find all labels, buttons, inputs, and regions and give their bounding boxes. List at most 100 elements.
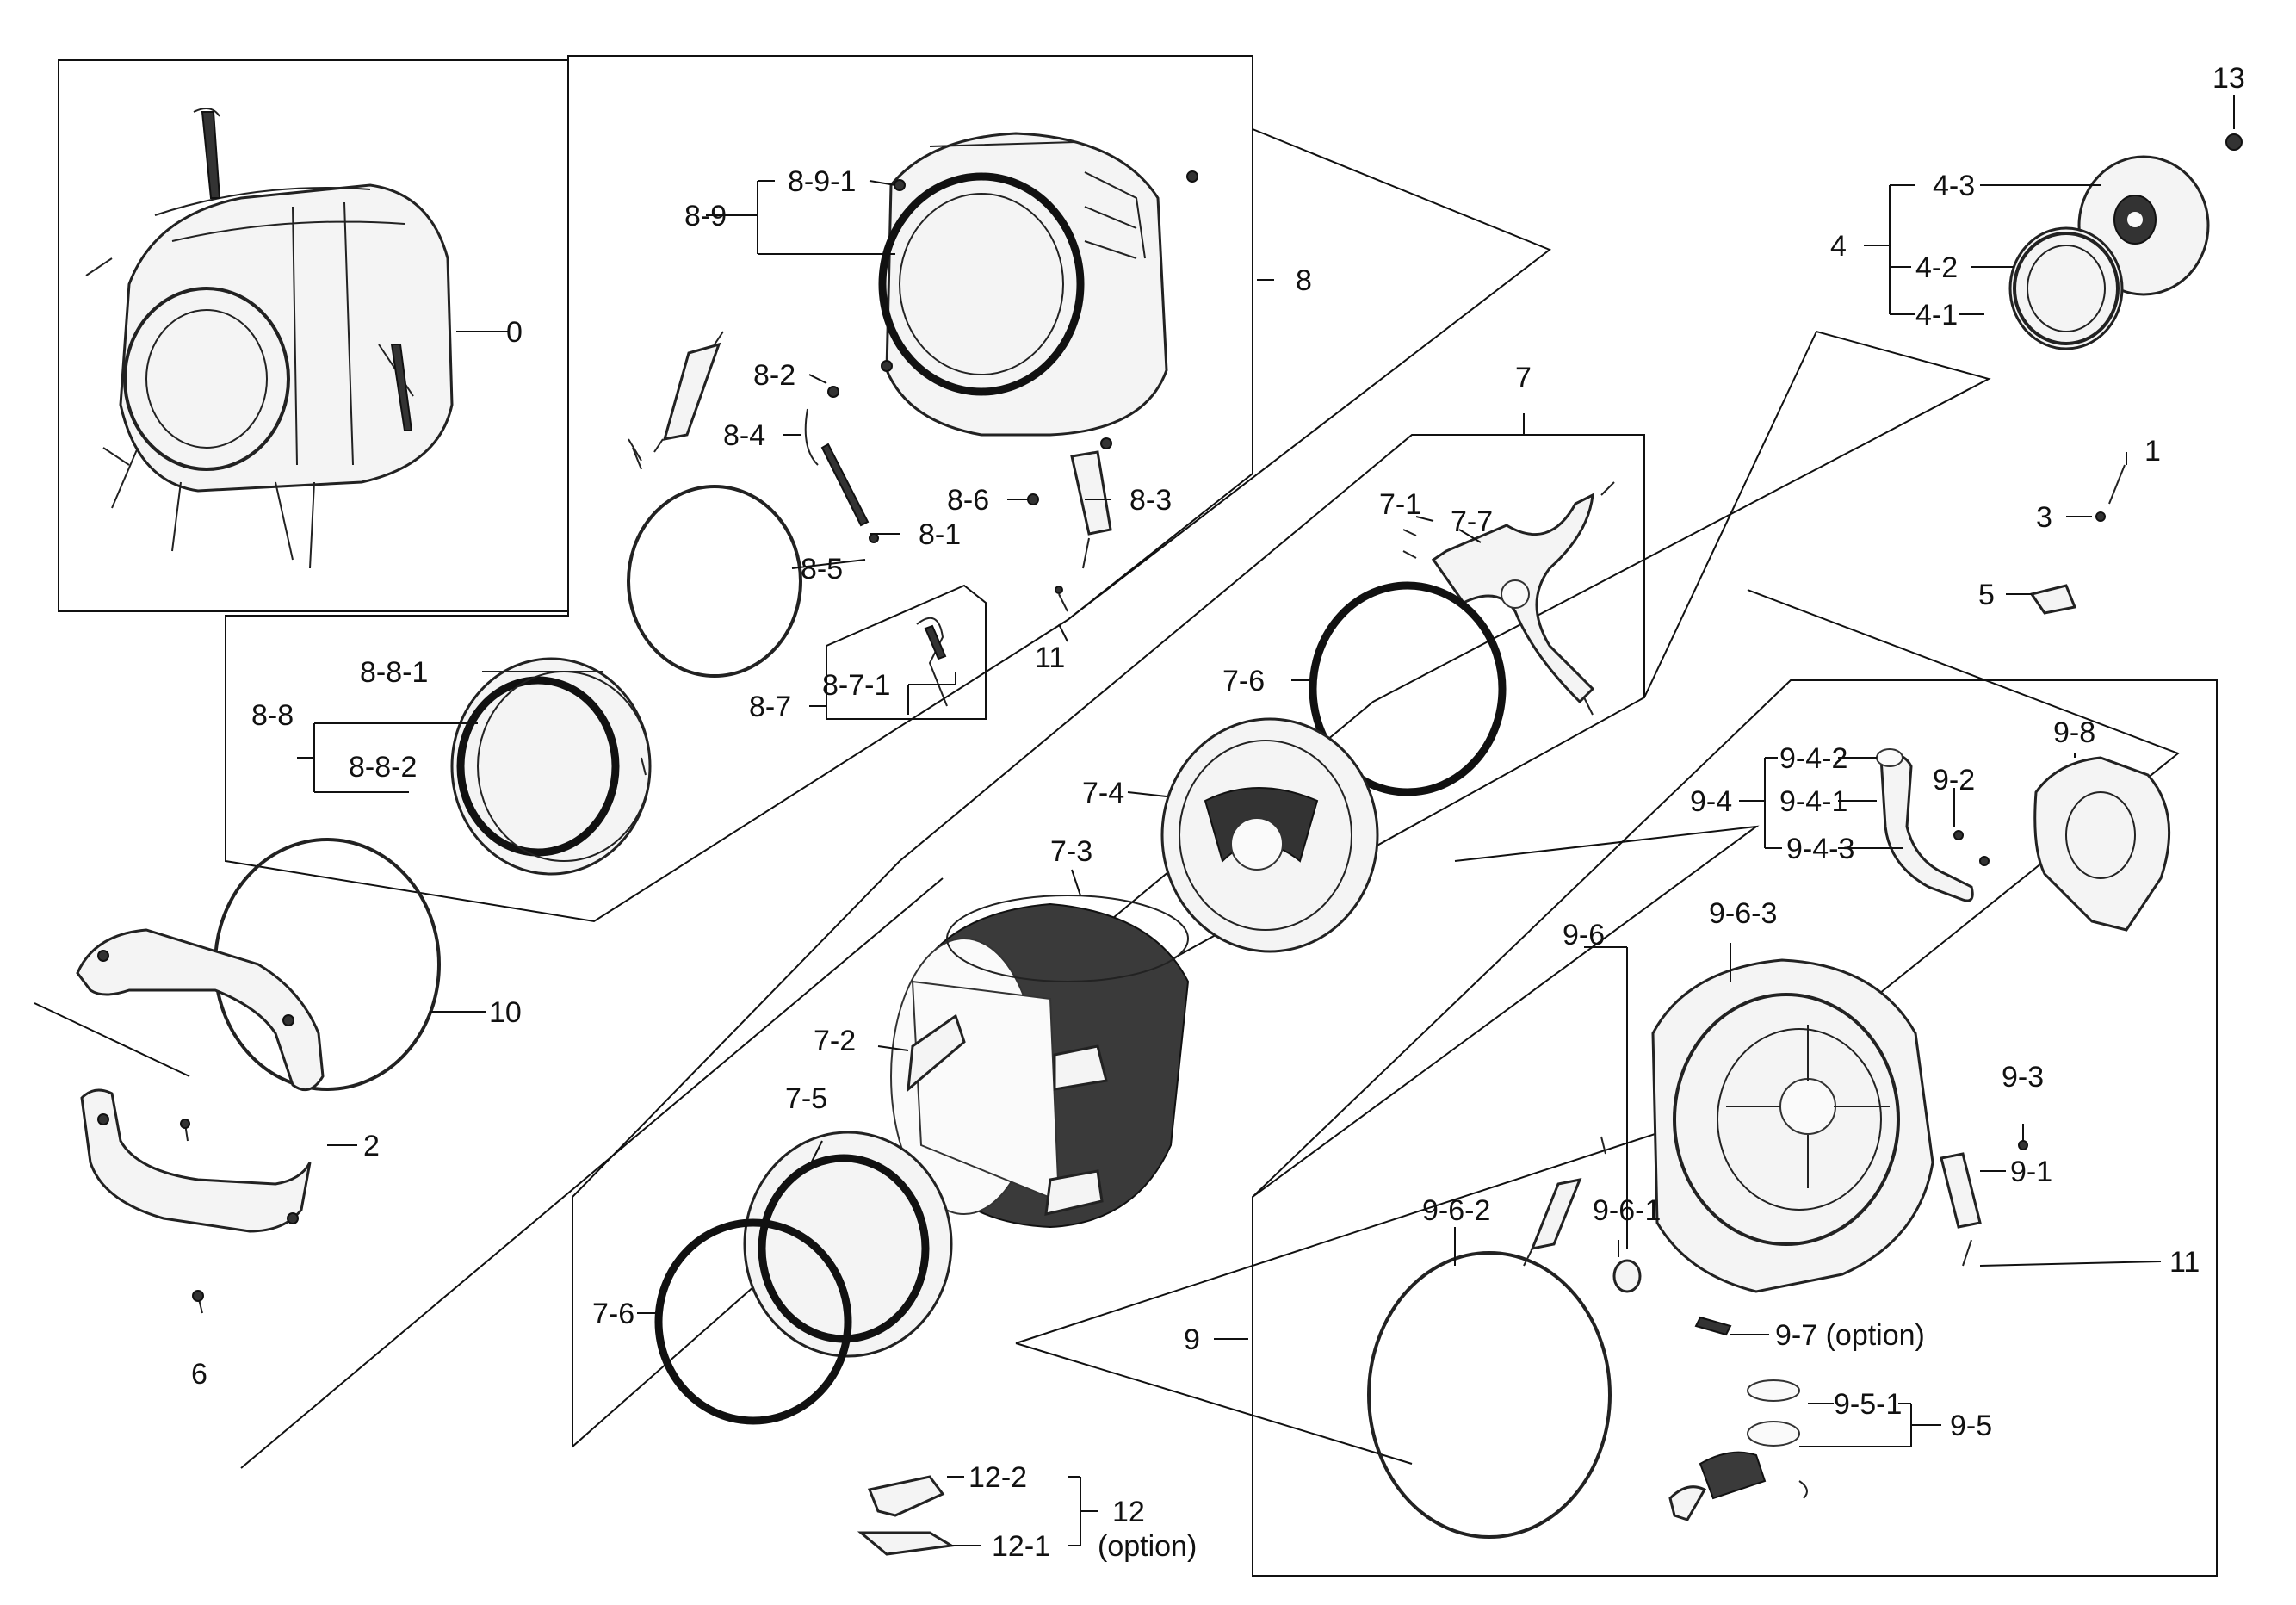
part-9-5-drain-hose <box>1668 1379 1808 1521</box>
label-7-6-lower: 7-6 <box>592 1298 634 1330</box>
label-12-1: 12-1 <box>992 1530 1050 1563</box>
part-7-1-bolts <box>1402 529 1417 559</box>
part-8-bolts <box>628 438 1068 612</box>
part-9-7-sensor <box>1694 1316 1732 1336</box>
part-2-bracket-lines <box>34 1002 190 1077</box>
label-8-9: 8-9 <box>684 200 727 232</box>
label-7-1: 7-1 <box>1379 488 1421 521</box>
label-7-4: 7-4 <box>1082 777 1124 809</box>
part-12-1-heater-bracket <box>857 1531 956 1556</box>
label-7-7: 7-7 <box>1451 505 1493 538</box>
part-7-6-seal-lower <box>654 1218 852 1425</box>
label-4-1: 4-1 <box>1915 299 1958 332</box>
part-9-6-2-gasket <box>1367 1251 1612 1539</box>
part-7-5-drum-front <box>743 1131 953 1358</box>
label-9-7: 9-7 (option) <box>1775 1319 1925 1352</box>
label-8-4: 8-4 <box>723 419 765 452</box>
label-8-1: 8-1 <box>919 518 961 551</box>
label-9: 9 <box>1184 1323 1200 1356</box>
part-2-counterweight-lower <box>80 1088 312 1233</box>
part-8-7-clip <box>916 617 948 707</box>
part-8-3-damper-left <box>632 331 724 470</box>
label-7: 7 <box>1515 362 1532 394</box>
part-8-3-damper-right <box>1070 450 1112 569</box>
label-8-8: 8-8 <box>251 699 294 732</box>
part-counterweight-upper <box>76 928 325 1142</box>
part-9-6-3-rear-tub <box>1651 958 1934 1293</box>
label-9-1: 9-1 <box>2010 1156 2052 1188</box>
part-13-nut <box>2225 133 2243 151</box>
part-9-4-hose <box>1876 748 1990 902</box>
label-1: 1 <box>2144 435 2161 468</box>
label-0: 0 <box>506 316 523 349</box>
label-4-2: 4-2 <box>1915 251 1958 284</box>
label-7-2: 7-2 <box>814 1025 856 1057</box>
label-9-4: 9-4 <box>1690 785 1732 818</box>
label-8-3: 8-3 <box>1129 484 1172 517</box>
label-3: 3 <box>2036 501 2052 534</box>
label-6: 6 <box>191 1358 207 1391</box>
label-9-4-3: 9-4-3 <box>1786 833 1854 865</box>
label-8-7: 8-7 <box>749 691 791 723</box>
part-7-6-seal-upper <box>1309 581 1507 796</box>
label-9-4-1: 9-4-1 <box>1779 785 1847 818</box>
label-7-6-upper: 7-6 <box>1222 665 1265 697</box>
part-9-6-1-seal <box>1612 1259 1642 1293</box>
label-9-8: 9-8 <box>2053 716 2095 749</box>
label-11-upper: 11 <box>1035 641 1065 674</box>
part-8-4-spring <box>804 386 879 543</box>
label-8-6: 8-6 <box>947 484 989 517</box>
label-8-8-2: 8-8-2 <box>349 751 417 784</box>
label-7-3: 7-3 <box>1050 835 1092 868</box>
part-7-7-spider <box>1431 481 1615 716</box>
label-8-9-1: 8-9-1 <box>788 165 856 198</box>
label-5: 5 <box>1978 579 1995 611</box>
label-9-6-2: 9-6-2 <box>1422 1194 1490 1227</box>
label-4-3: 4-3 <box>1933 170 1975 202</box>
part-5-sensor <box>2029 584 2077 615</box>
part-0-tub-assembly <box>85 108 454 569</box>
group-9-box <box>1252 679 2218 1577</box>
leader-lines <box>297 95 2235 1546</box>
label-10: 10 <box>489 996 522 1029</box>
label-8: 8 <box>1296 264 1312 297</box>
part-8-8-diaphragm <box>450 657 652 876</box>
group-8-diagonal <box>1067 128 1551 621</box>
label-8-5: 8-5 <box>801 553 843 586</box>
label-8-2: 8-2 <box>753 359 795 392</box>
label-9-4-2: 9-4-2 <box>1779 742 1847 775</box>
label-7-5: 7-5 <box>785 1082 827 1115</box>
label-8-8-1: 8-8-1 <box>360 656 428 689</box>
group-9-lower-diagonal <box>1015 1342 1413 1465</box>
part-7-4-drum-back <box>1160 717 1379 953</box>
group-8-box <box>225 55 1253 923</box>
part-4-2-stator <box>2008 226 2124 350</box>
label-12-option: (option) <box>1098 1530 1197 1563</box>
part-labels: 0 1 2 3 4 4-1 4-2 4-3 5 6 7 7-1 7-2 7-3 … <box>191 62 2245 1563</box>
label-8-7-1: 8-7-1 <box>822 669 890 702</box>
label-9-3: 9-3 <box>2002 1061 2044 1094</box>
label-9-6: 9-6 <box>1563 919 1605 951</box>
group-9-diagonal <box>1015 589 2180 1344</box>
label-2: 2 <box>363 1130 380 1162</box>
part-9-1-damper <box>1940 1152 1982 1229</box>
part-12-2-heater <box>867 1475 945 1517</box>
part-8-5-tub-seal <box>627 485 802 678</box>
part-9-8-bracket <box>2033 756 2171 932</box>
part-9-6-damper <box>1530 1177 1582 1251</box>
group-7-lower-diagonal <box>240 877 944 1469</box>
group-9-inner-diagonal <box>1252 825 1760 1198</box>
label-9-6-3: 9-6-3 <box>1709 897 1777 930</box>
part-1-bolt <box>2108 464 2126 505</box>
label-9-2: 9-2 <box>1933 764 1975 796</box>
label-12-2: 12-2 <box>969 1461 1027 1494</box>
label-9-5-1: 9-5-1 <box>1834 1388 1902 1421</box>
label-11-lower: 11 <box>2169 1246 2200 1279</box>
label-4: 4 <box>1830 230 1847 263</box>
part-3-washer <box>2095 511 2106 522</box>
label-9-5: 9-5 <box>1950 1410 1992 1442</box>
label-13: 13 <box>2212 62 2245 95</box>
label-9-6-1: 9-6-1 <box>1593 1194 1661 1227</box>
part-7-2-lifters <box>907 1013 1108 1216</box>
